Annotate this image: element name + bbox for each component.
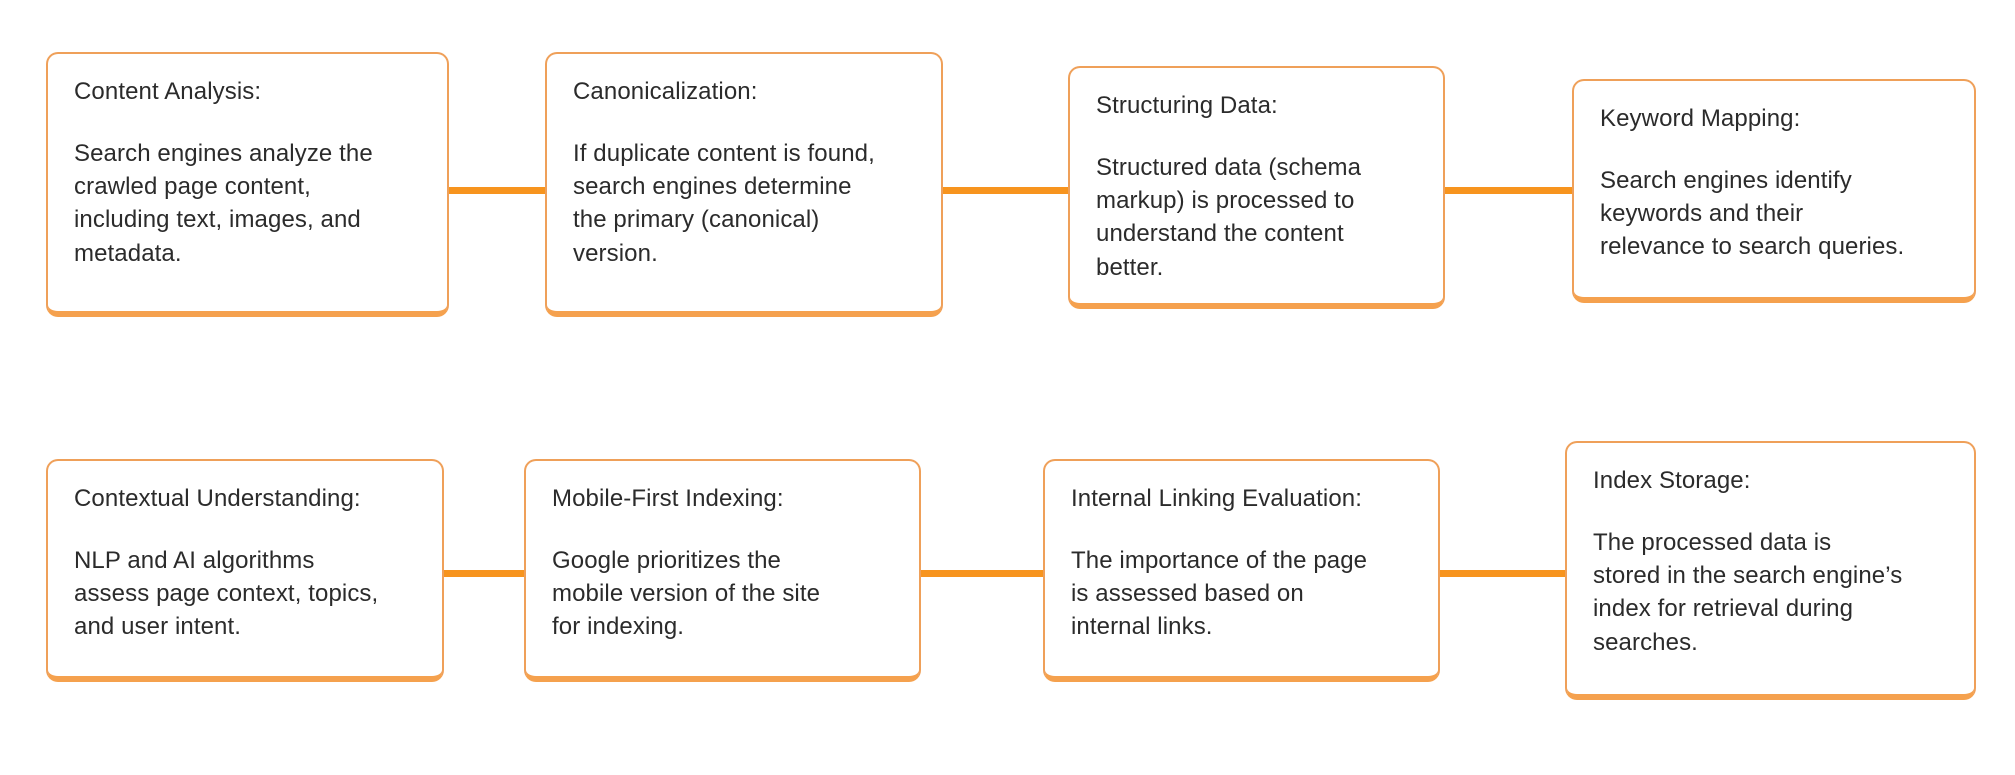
node-title: Keyword Mapping: — [1600, 105, 1801, 132]
node-body: If duplicate content is found, search en… — [573, 140, 875, 267]
node-title: Index Storage: — [1593, 467, 1751, 494]
connector-contextual-understanding-to-mobile-first-indexing — [443, 570, 527, 577]
node-body: The processed data is stored in the sear… — [1593, 529, 1903, 656]
node-title: Content Analysis: — [74, 78, 262, 105]
node-body: NLP and AI algorithms assess page contex… — [74, 547, 379, 641]
node-mobile-first-indexing[interactable]: Mobile-First Indexing: Google prioritize… — [524, 459, 921, 682]
connector-internal-linking-evaluation-to-index-storage — [1437, 570, 1567, 577]
node-content-analysis[interactable]: Content Analysis: Search engines analyze… — [46, 52, 449, 317]
node-canonicalization[interactable]: Canonicalization: If duplicate content i… — [545, 52, 943, 317]
node-title: Structuring Data: — [1096, 92, 1278, 119]
node-index-storage[interactable]: Index Storage: The processed data is sto… — [1565, 441, 1976, 700]
node-contextual-understanding[interactable]: Contextual Understanding: NLP and AI alg… — [46, 459, 444, 682]
node-title: Mobile-First Indexing: — [552, 485, 784, 512]
connector-content-analysis-to-canonicalization — [447, 187, 548, 194]
node-body: Search engines identify keywords and the… — [1600, 167, 1905, 261]
node-body: Structured data (schema markup) is proce… — [1096, 154, 1362, 281]
node-keyword-mapping[interactable]: Keyword Mapping: Search engines identify… — [1572, 79, 1976, 303]
node-internal-linking-evaluation[interactable]: Internal Linking Evaluation: The importa… — [1043, 459, 1440, 682]
node-body: The importance of the page is assessed b… — [1071, 547, 1368, 641]
node-title: Canonicalization: — [573, 78, 758, 105]
connector-canonicalization-to-structuring-data — [938, 187, 1070, 194]
connector-mobile-first-indexing-to-internal-linking-evaluation — [919, 570, 1046, 577]
node-body: Google prioritizes the mobile version of… — [552, 547, 821, 641]
connector-structuring-data-to-keyword-mapping — [1442, 187, 1574, 194]
node-title: Contextual Understanding: — [74, 485, 361, 512]
node-title: Internal Linking Evaluation: — [1071, 485, 1362, 512]
node-body: Search engines analyze the crawled page … — [74, 140, 373, 267]
node-structuring-data[interactable]: Structuring Data: Structured data (schem… — [1068, 66, 1445, 309]
